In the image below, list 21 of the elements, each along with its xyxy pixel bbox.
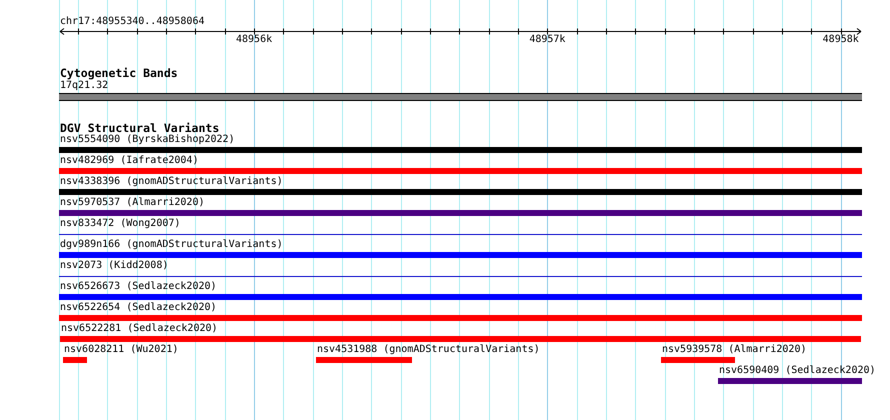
variant-label: nsv5970537 (Almarri2020) bbox=[60, 197, 204, 209]
variant-label: nsv4531988 (gnomADStructuralVariants) bbox=[317, 344, 540, 356]
coordinate-label: chr17:48955340..48958064 bbox=[60, 16, 204, 28]
tick-label: 48958k bbox=[822, 34, 859, 46]
band-label: 17q21.32 bbox=[60, 80, 108, 92]
variant-label: nsv833472 (Wong2007) bbox=[60, 218, 180, 230]
variant-label: nsv6590409 (Sedlazeck2020) bbox=[719, 365, 876, 377]
tick-label: 48956k bbox=[236, 34, 272, 46]
variant-label: dgv989n166 (gnomADStructuralVariants) bbox=[60, 239, 283, 251]
variant-label: nsv5554090 (ByrskaBishop2022) bbox=[60, 134, 235, 146]
tick-label: 48957k bbox=[529, 34, 566, 46]
track-title: DGV Structural Variants bbox=[60, 122, 220, 134]
variant-label: nsv6522281 (Sedlazeck2020) bbox=[61, 323, 218, 335]
variant-label: nsv2073 (Kidd2008) bbox=[60, 260, 168, 272]
variant-label: nsv482969 (Iafrate2004) bbox=[60, 155, 198, 167]
variant-label: nsv5939578 (Almarri2020) bbox=[662, 344, 806, 356]
track-title: Cytogenetic Bands bbox=[60, 66, 178, 80]
variant-label: nsv6526673 (Sedlazeck2020) bbox=[60, 281, 217, 293]
variant-label: nsv6522654 (Sedlazeck2020) bbox=[60, 302, 217, 314]
variant-label: nsv6028211 (Wu2021) bbox=[64, 344, 178, 356]
variant-label: nsv4338396 (gnomADStructuralVariants) bbox=[60, 176, 283, 188]
